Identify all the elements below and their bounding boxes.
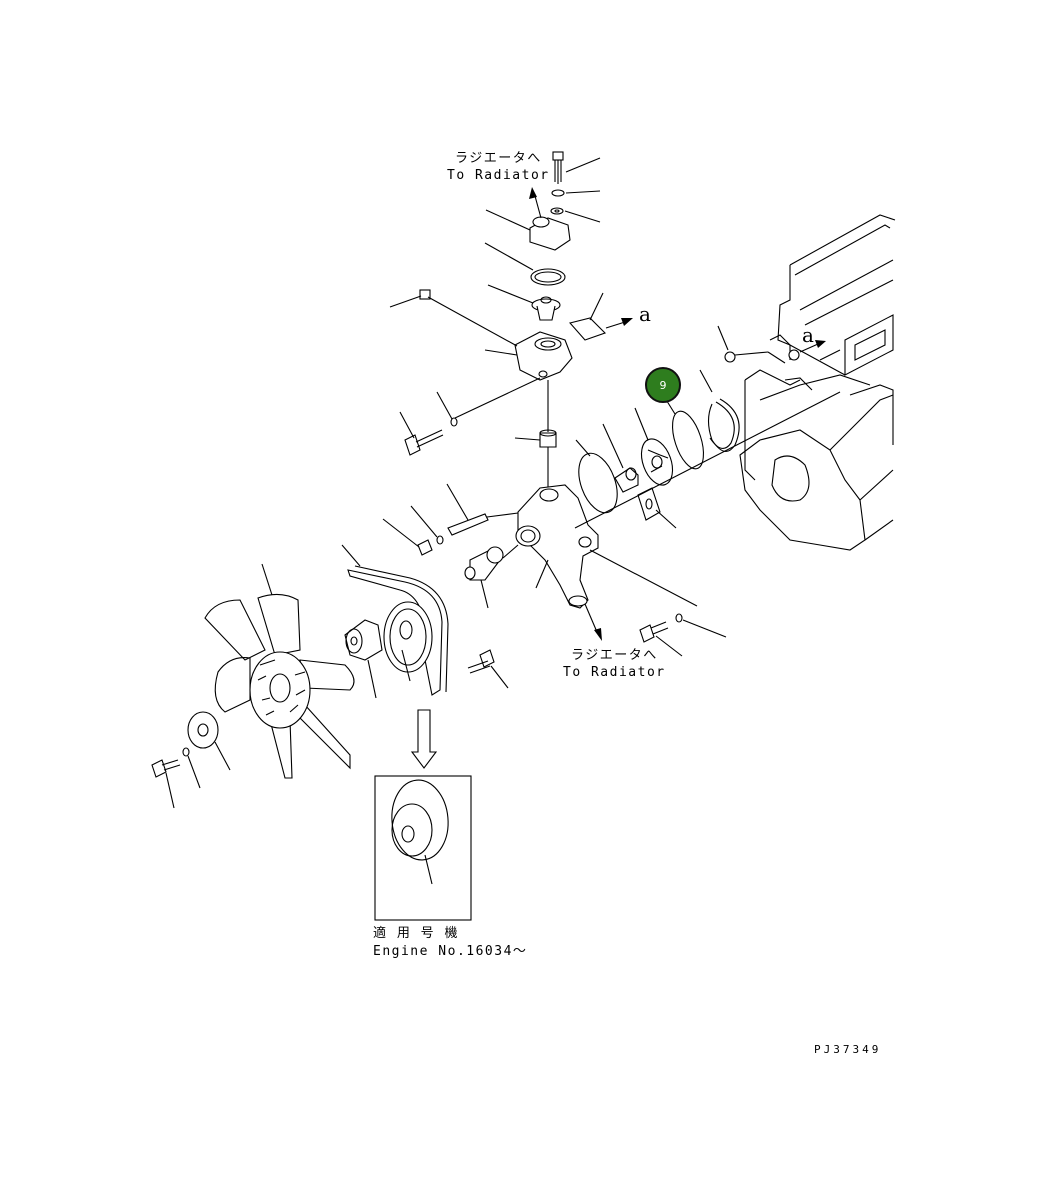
inset-arrow [410,709,438,769]
drawing-number: PJ37349 [814,1043,882,1056]
to-radiator-bottom-en: To Radiator [563,665,666,680]
engine-block [739,214,896,551]
inset-box [374,775,472,921]
water-pump [382,325,841,657]
serial-label-jp: 適 用 号 機 [373,926,459,941]
thermostat-assembly [389,151,633,487]
fan [151,563,355,809]
serial-label-en: Engine No.16034～ [373,944,528,959]
ref-a-left: a [639,302,651,326]
ref-a-right: a [802,323,814,347]
to-radiator-top-en: To Radiator [447,168,550,183]
callout-part-9[interactable]: 9 [645,367,681,403]
to-radiator-bottom-jp: ラジエータへ [571,648,658,663]
belt-pulley [341,544,509,699]
to-radiator-top-jp: ラジエータへ [455,151,542,166]
